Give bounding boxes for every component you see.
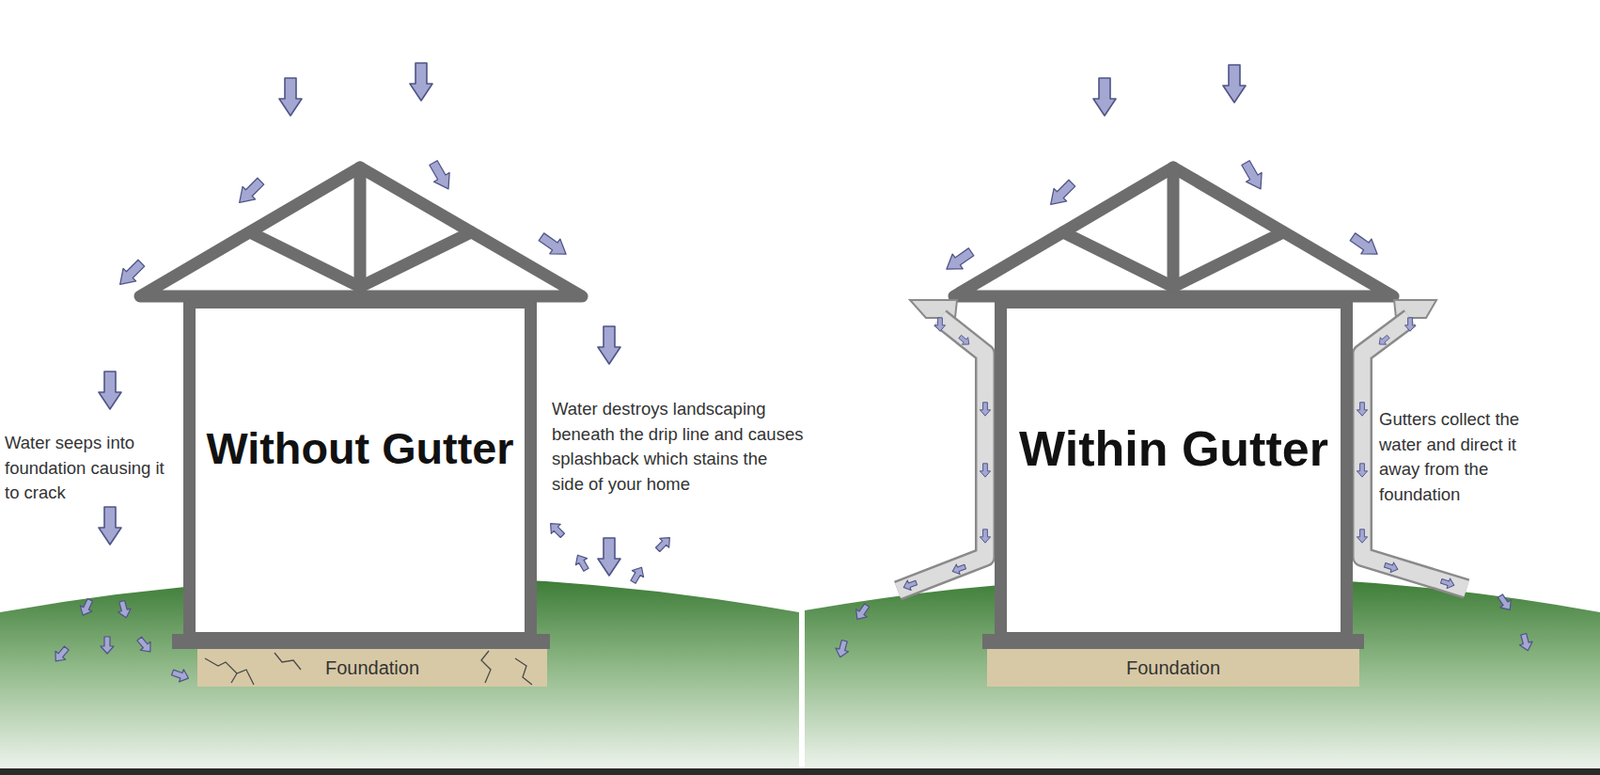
house-wall: Without Gutter bbox=[183, 296, 537, 644]
note-text: Water seeps into foundation causing it t… bbox=[4, 430, 184, 506]
crack bbox=[204, 650, 533, 685]
bottom-bar bbox=[0, 768, 1600, 775]
foundation-label: Foundation bbox=[1126, 657, 1221, 679]
note-text: Water destroys landscaping beneath the d… bbox=[551, 396, 804, 497]
foundation-slab bbox=[197, 648, 548, 687]
foundation-slab bbox=[987, 648, 1360, 687]
house-title: Without Gutter bbox=[205, 422, 514, 475]
note-text: Gutters collect the water and direct it … bbox=[1379, 407, 1558, 507]
house-title: Within Gutter bbox=[1019, 422, 1329, 475]
foundation: Foundation bbox=[987, 648, 1360, 687]
roof-truss bbox=[954, 167, 1394, 297]
divider bbox=[799, 0, 805, 775]
house-wall: Within Gutter bbox=[994, 296, 1353, 644]
water-arrow bbox=[833, 64, 1535, 659]
foundation: Foundation bbox=[197, 648, 548, 687]
foundation-label: Foundation bbox=[325, 657, 420, 679]
water-arrow bbox=[50, 62, 675, 685]
roof-truss bbox=[140, 167, 582, 297]
